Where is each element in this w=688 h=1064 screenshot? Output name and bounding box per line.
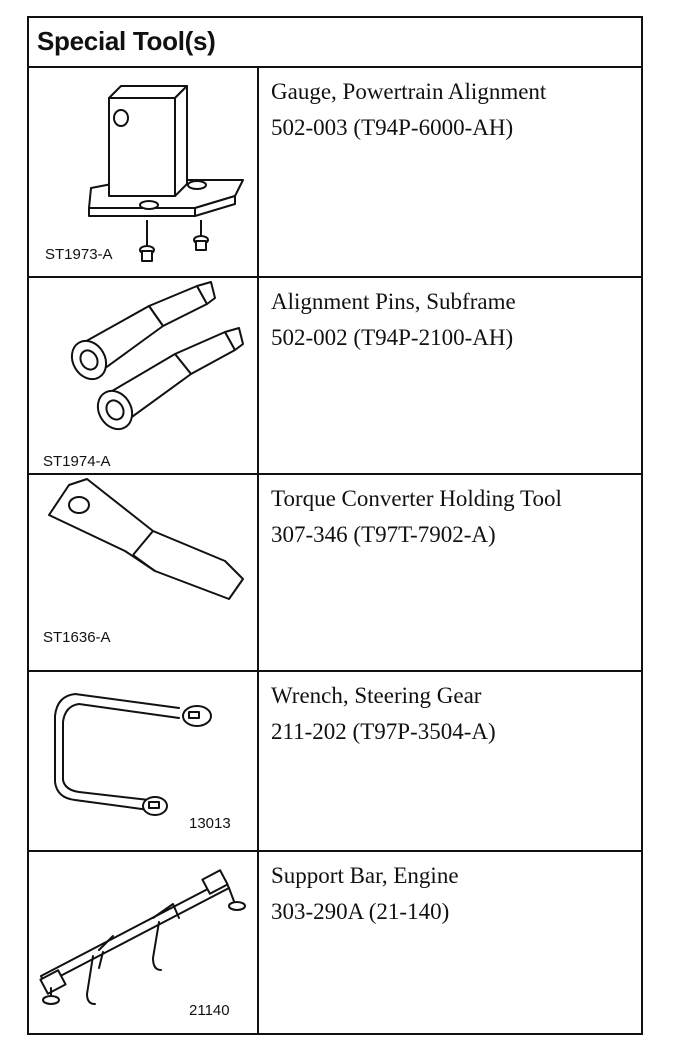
tool-number: 502-002 (T94P-2100-AH) [271,325,514,350]
tool-name: Torque Converter Holding Tool [271,486,562,511]
tool-number: 307-346 (T97T-7902-A) [271,522,496,547]
tool-illustration-cell: 21140 [29,852,259,1033]
tool-illustration-cell: ST1974-A [29,278,259,473]
tool-illustration-cell: 13013 [29,672,259,850]
tool-number: 502-003 (T94P-6000-AH) [271,115,514,140]
tool-number: 303-290A (21-140) [271,899,450,924]
tool-illustration-cell: ST1636-A [29,475,259,670]
illustration-code: 21140 [189,1002,230,1019]
alignment-pins-icon [70,281,244,431]
table-title: Special Tool(s) [37,26,216,56]
illustration-code: 13013 [189,815,231,832]
alignment-gauge-icon [88,85,244,262]
illustration-code: ST1973-A [45,246,113,263]
tool-number: 211-202 (T97P-3504-A) [271,719,496,744]
table-header: Special Tool(s) [29,18,641,68]
tool-row: ST1973-A Gauge, Powertrain Alignment 502… [29,68,641,278]
tool-name: Support Bar, Engine [271,863,459,888]
illustration-code: ST1636-A [43,629,111,646]
tool-row: 13013 Wrench, Steering Gear 211-202 (T97… [29,672,641,852]
tool-row: ST1636-A Torque Converter Holding Tool 3… [29,475,641,672]
tool-illustration-cell: ST1973-A [29,68,259,276]
tool-row: 21140 Support Bar, Engine 303-290A (21-1… [29,852,641,1033]
tool-row: ST1974-A Alignment Pins, Subframe 502-00… [29,278,641,475]
tool-name: Alignment Pins, Subframe [271,289,516,314]
tool-name: Gauge, Powertrain Alignment [271,79,547,104]
support-bar-icon [39,869,246,1005]
special-tools-table: Special Tool(s) [27,16,643,1035]
holding-tool-icon [48,478,244,600]
illustration-code: ST1974-A [43,453,111,470]
tool-name: Wrench, Steering Gear [271,683,482,708]
steering-wrench-icon [54,693,212,816]
